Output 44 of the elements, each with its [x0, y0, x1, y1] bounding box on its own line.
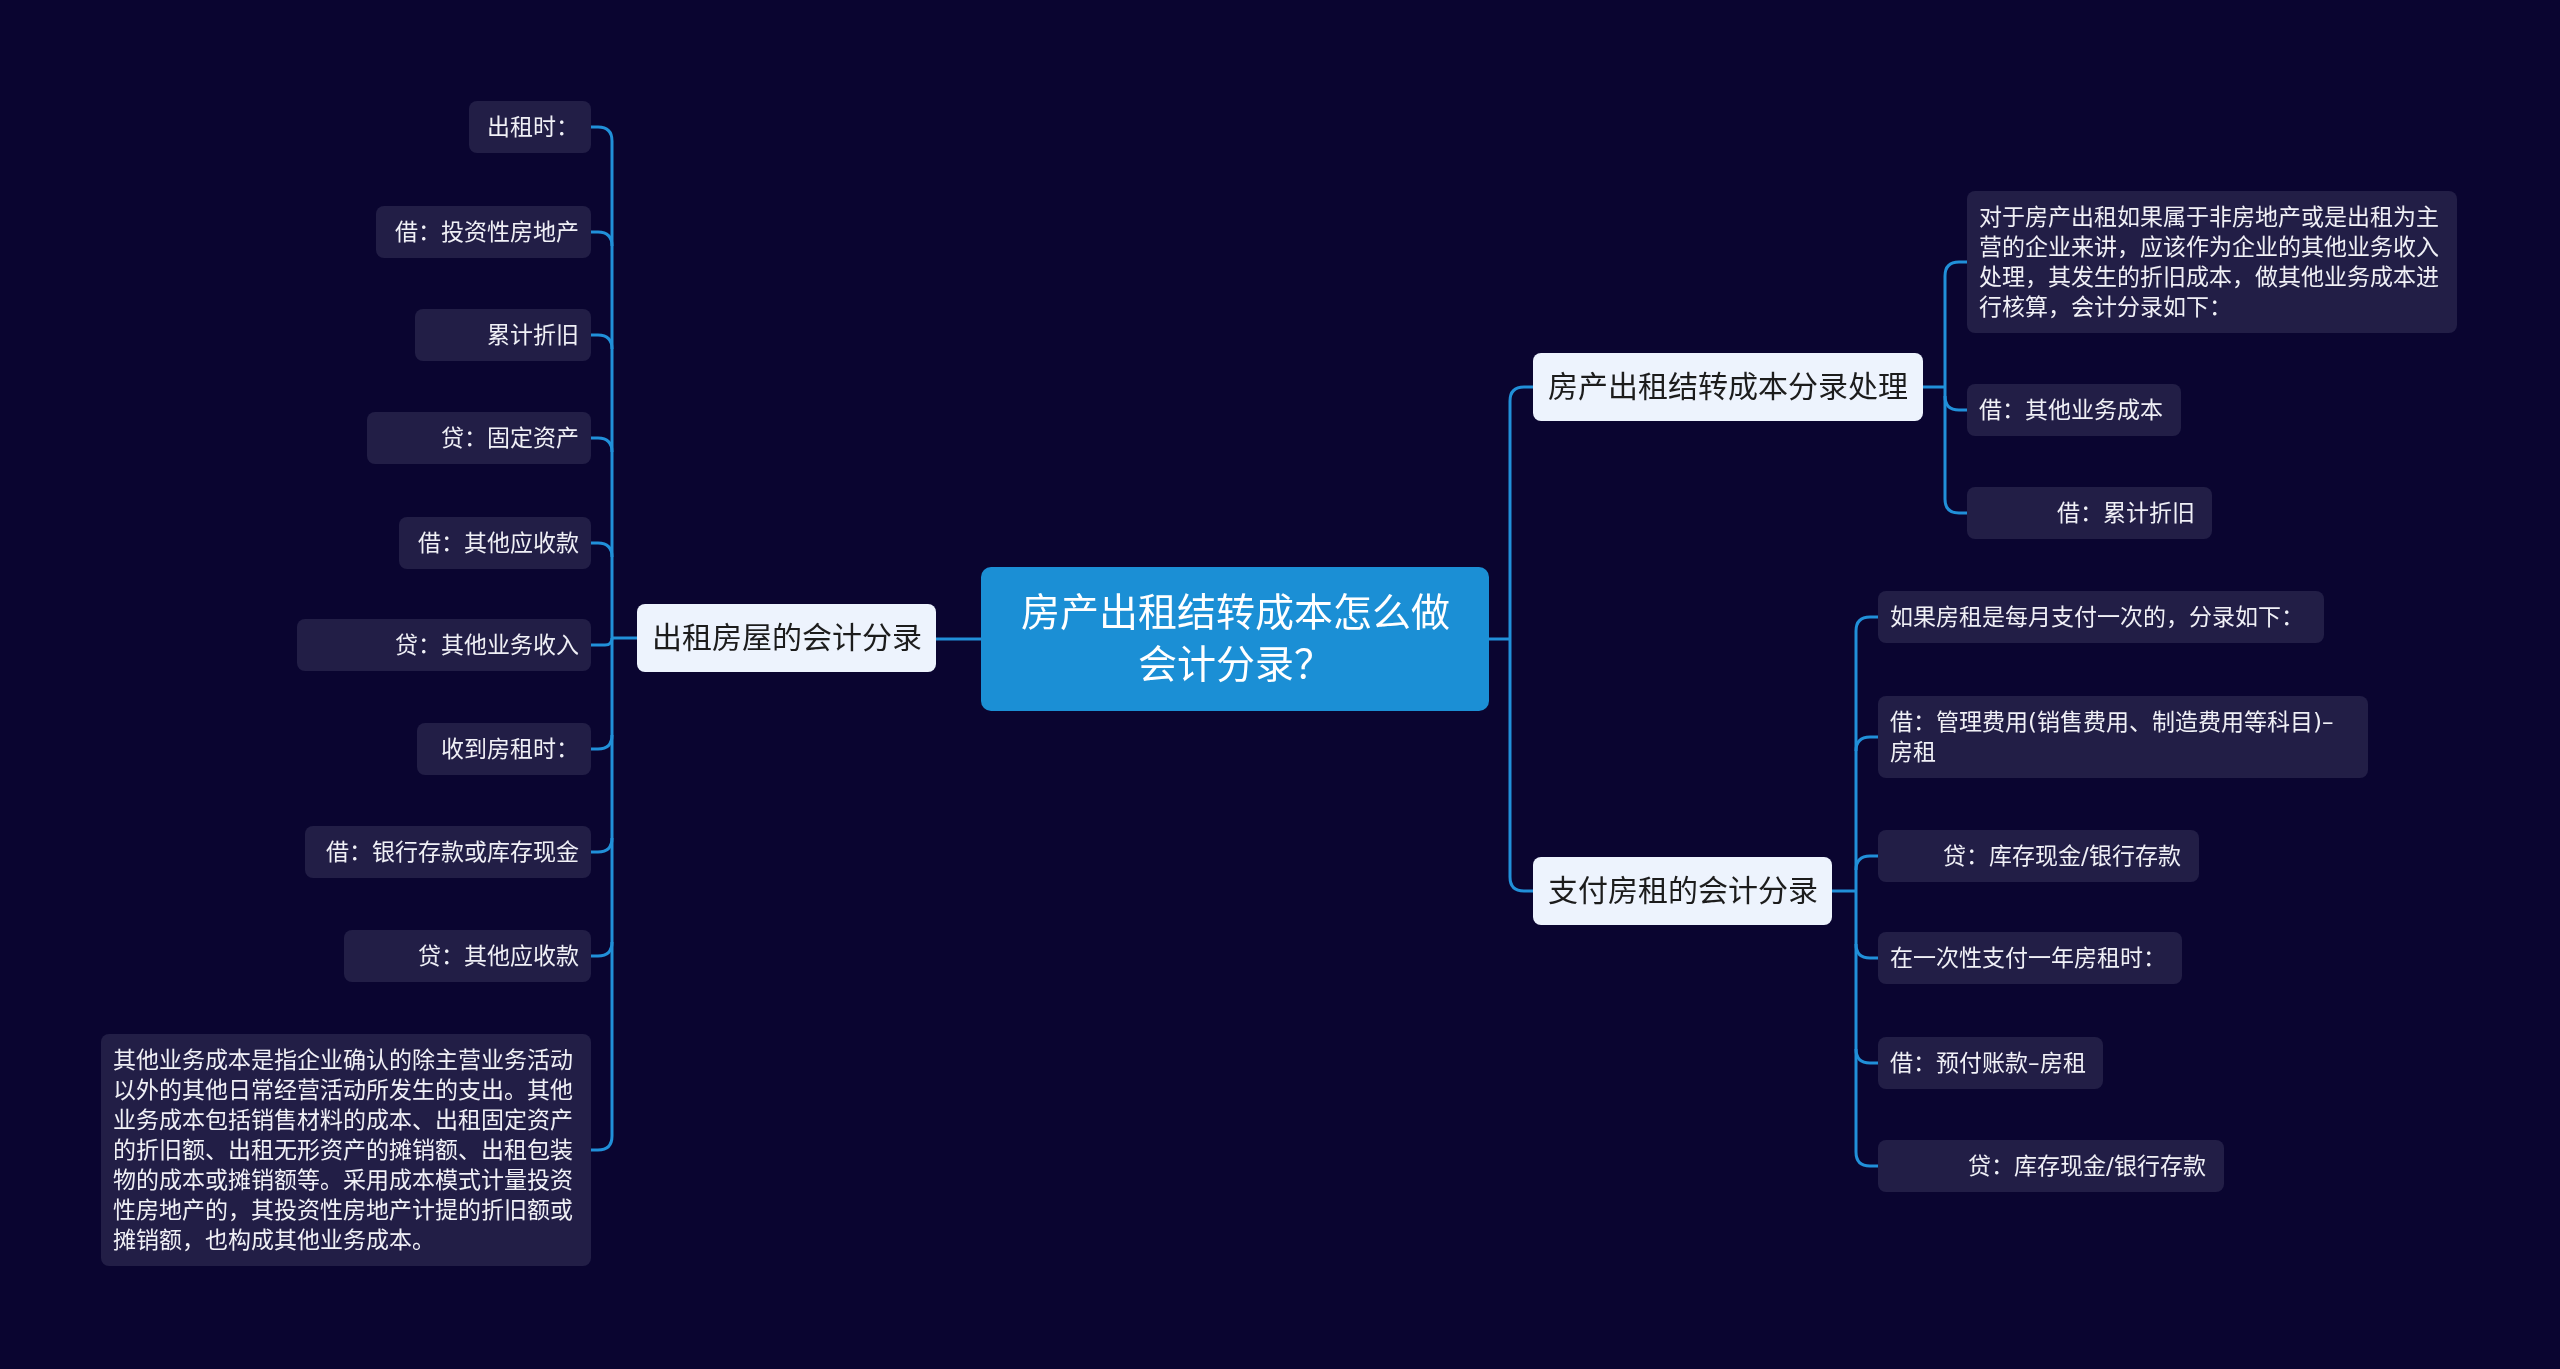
connector-line: [1854, 615, 1878, 632]
leaf-topic: 如果房租是每月支付一次的，分录如下：: [1878, 591, 2324, 643]
leaf-topic: 借：其他应收款: [399, 517, 591, 569]
leaf-topic: 借：投资性房地产: [376, 206, 591, 258]
connector-trunk: [1487, 399, 1512, 879]
leaf-topic: 累计折旧: [415, 309, 591, 361]
leaf-topic: 借：预付账款–房租: [1878, 1037, 2103, 1089]
leaf-topic: 收到房租时：: [417, 723, 591, 775]
leaf-topic: 贷：固定资产: [367, 412, 591, 464]
connector-line: [591, 125, 614, 142]
connector-line: [591, 333, 614, 350]
central-topic: 房产出租结转成本怎么做会计分录？: [981, 567, 1489, 711]
leaf-topic: 在一次性支付一年房租时：: [1878, 932, 2182, 984]
connector-line: [591, 541, 614, 558]
leaf-topic: 对于房产出租如果属于非房地产或是出租为主营的企业来讲，应该作为企业的其他业务收入处理，其发生的折旧成本，做其他业务成本进行核算，会计分录如下：: [1967, 191, 2457, 333]
connector-line: [591, 436, 614, 453]
leaf-topic: 借：管理费用(销售费用、制造费用等科目)–房租: [1878, 696, 2368, 778]
leaf-topic: 贷：其他业务收入: [297, 619, 591, 671]
connector-line: [591, 1135, 614, 1152]
branch-topic: 房产出租结转成本分录处理: [1533, 353, 1923, 421]
connector-line: [591, 941, 614, 958]
connector-trunk: [1921, 274, 1947, 501]
branch-topic: 支付房租的会计分录: [1533, 857, 1832, 925]
connector-line: [591, 734, 614, 751]
connector-line: [1943, 498, 1967, 515]
leaf-topic: 其他业务成本是指企业确认的除主营业务活动以外的其他日常经营活动所发生的支出。其他业务成本包括销售材料的成本、出租固定资产的折旧额、出租无形资产的摊销额、出租包装物的成本或摊销额等。采用成本模式计量投资性房地产的，其投资性房地产计提的折旧额或摊销额，也构成其他业务成本。: [101, 1034, 591, 1266]
connector-line: [1943, 260, 1967, 277]
connector-line: [591, 230, 614, 247]
connector-line: [591, 637, 614, 647]
leaf-topic: 借：其他业务成本: [1967, 384, 2181, 436]
connector-line: [1508, 876, 1533, 893]
leaf-topic: 借：累计折旧: [1967, 487, 2212, 539]
leaf-topic: 贷：库存现金/银行存款: [1878, 1140, 2224, 1192]
leaf-topic: 借：银行存款或库存现金: [305, 826, 591, 878]
connector-line: [936, 637, 981, 641]
leaf-topic: 出租时：: [469, 101, 591, 153]
connector-line: [1508, 385, 1533, 402]
branch-topic: 出租房屋的会计分录: [637, 604, 936, 672]
leaf-topic: 贷：其他应收款: [344, 930, 591, 982]
connector-line: [591, 837, 614, 854]
connector-trunk: [1830, 629, 1858, 1154]
connector-trunk: [610, 139, 639, 1138]
leaf-topic: 贷：库存现金/银行存款: [1878, 830, 2199, 882]
connector-line: [1854, 1151, 1878, 1168]
